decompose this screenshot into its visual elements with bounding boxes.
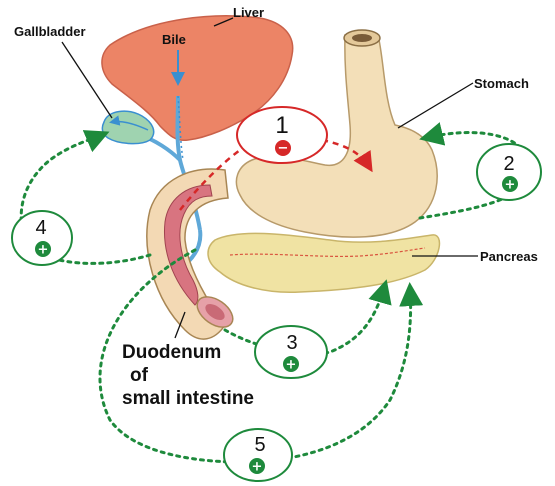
pancreas-shape xyxy=(208,233,439,292)
pathway-2-sign: + xyxy=(505,178,516,193)
stomach-label: Stomach xyxy=(474,76,529,91)
pathway-3-sign: + xyxy=(286,358,297,373)
duodenum-label-line1: Duodenum xyxy=(122,342,221,363)
duodenum-label-line2: of xyxy=(130,365,149,386)
pathway-1-number: 1 xyxy=(275,112,288,139)
pathway-2: 2 + xyxy=(477,144,541,200)
pathway-2-number: 2 xyxy=(503,153,514,175)
pathway-5: 5 + xyxy=(224,429,292,481)
pancreas-label: Pancreas xyxy=(480,249,538,264)
pathway-1-sign: − xyxy=(278,141,289,156)
bile-label: Bile xyxy=(162,32,186,47)
pathway-3: 3 + xyxy=(255,326,327,378)
pathway-4-sign: + xyxy=(38,243,49,258)
pathway-4: 4 + xyxy=(12,211,72,265)
pathway-3-number: 3 xyxy=(286,332,297,354)
gallbladder-label: Gallbladder xyxy=(14,24,86,39)
pathway-5-number: 5 xyxy=(254,434,265,456)
pathway-5-sign: + xyxy=(252,460,263,475)
liver-label: Liver xyxy=(233,5,264,20)
pathway-4-number: 4 xyxy=(35,217,46,239)
duodenum-label-line3: small intestine xyxy=(122,388,254,409)
